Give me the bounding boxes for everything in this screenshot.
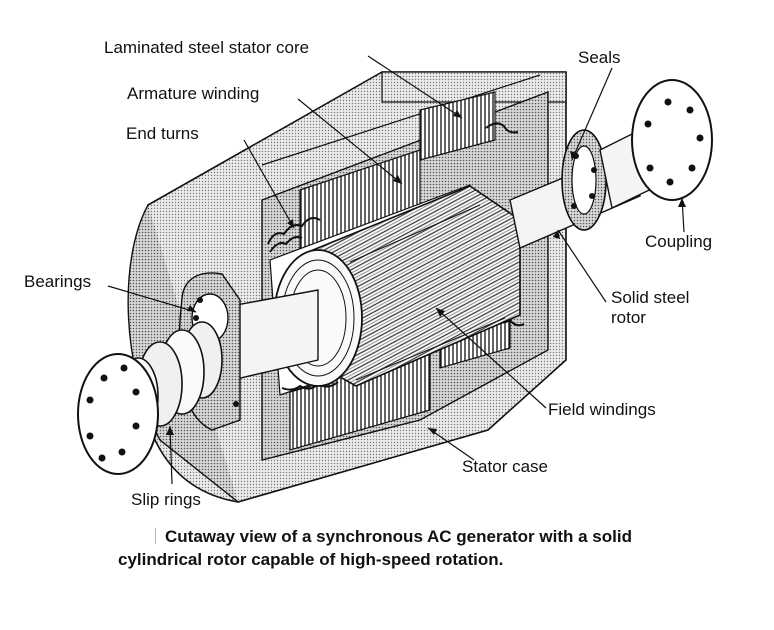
caption-line-1: Cutaway view of a synchronous AC generat… [165,527,632,546]
label-stator-core: Laminated steel stator core [104,38,310,57]
label-coupling: Coupling [645,232,713,251]
label-rotor-line1: Solid steel [611,288,690,307]
caption-marker [155,528,156,544]
leader-arrowheads [166,110,686,435]
label-stator-case: Stator case [462,457,548,476]
right-seals [561,129,607,231]
label-field-windings: Field windings [548,400,656,419]
label-rotor-line2: rotor [611,308,646,327]
caption-line-2: cylindrical rotor capable of high-speed … [118,550,504,569]
label-slip-rings: Slip rings [131,490,201,509]
figure-caption: Cutaway view of a synchronous AC generat… [118,525,738,571]
right-coupling-flange [599,79,713,210]
label-seals: Seals [578,48,621,67]
leader-lines [107,55,685,485]
label-bearings: Bearings [24,272,92,291]
left-coupling-flange [77,353,159,475]
label-end-turns: End turns [126,124,199,143]
label-armature-winding: Armature winding [127,84,260,103]
